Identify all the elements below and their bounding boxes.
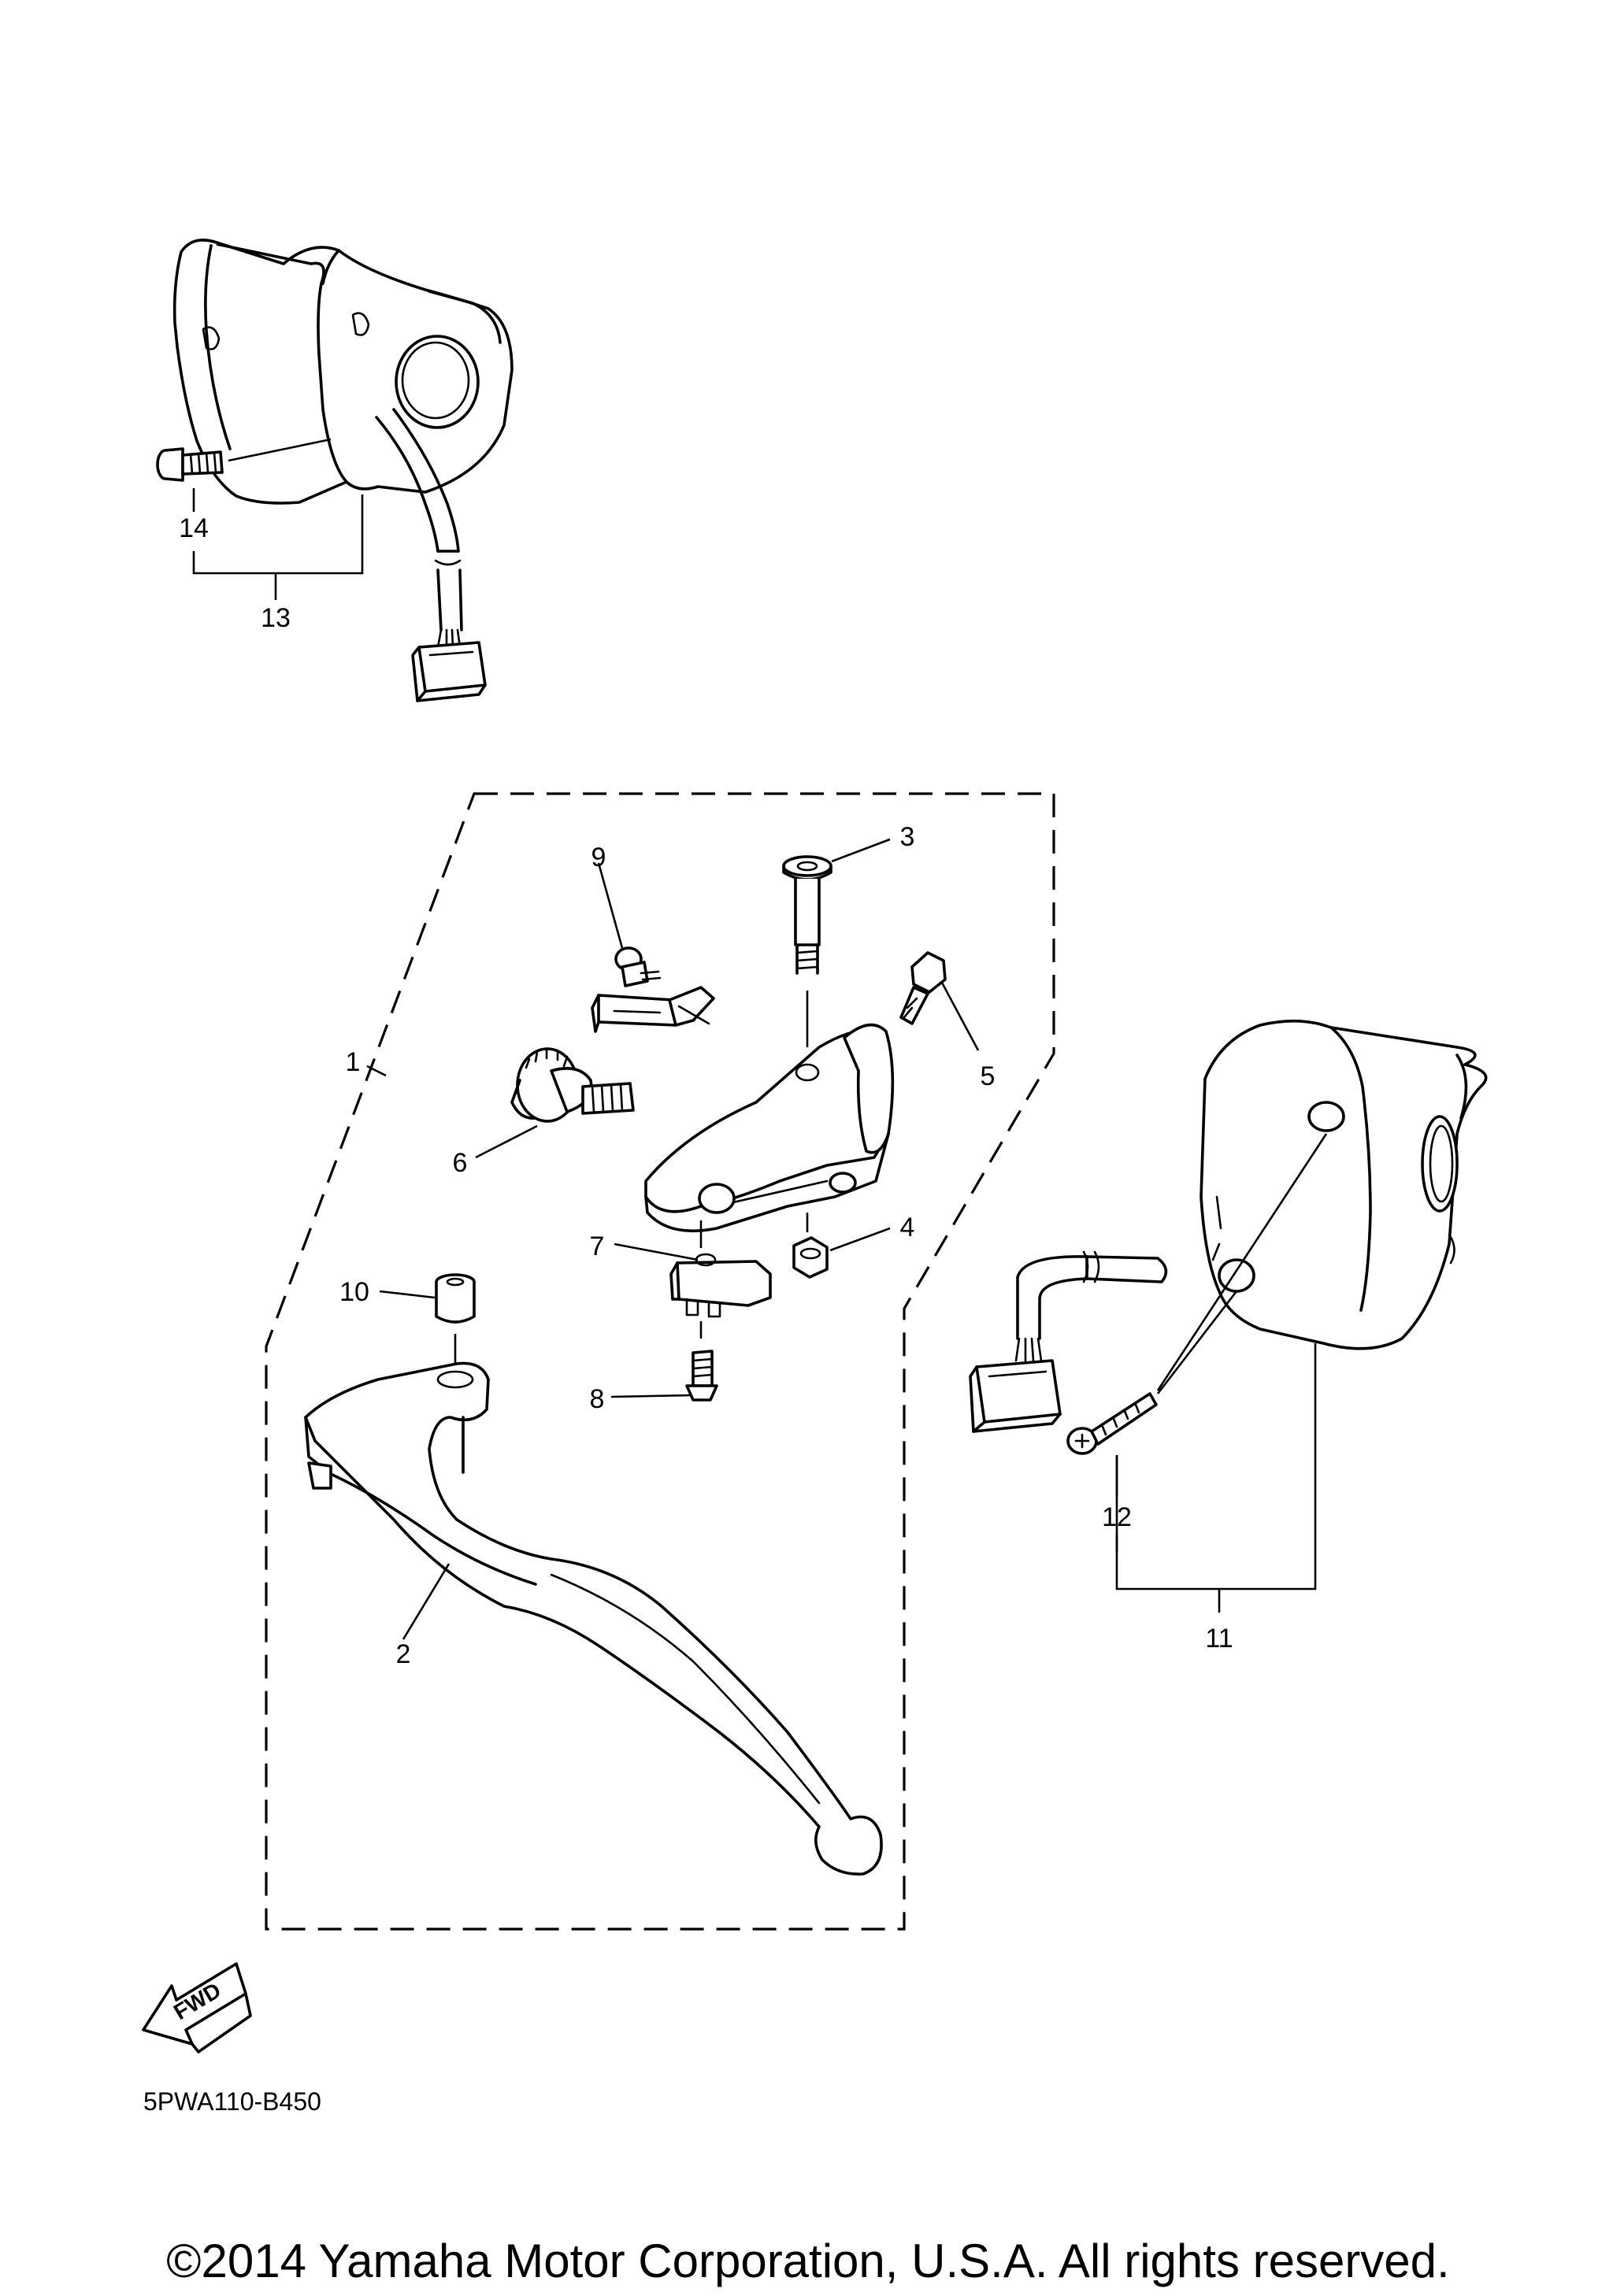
lever-holder <box>644 1023 895 1248</box>
collar-10 <box>379 1273 476 1376</box>
screw-14 <box>156 438 332 482</box>
callout-1: 1 <box>346 1047 361 1077</box>
fwd-arrow-icon: FWD <box>142 1962 252 2053</box>
callout-6: 6 <box>453 1148 468 1178</box>
assembly-boundary-1 <box>265 792 1055 1931</box>
callout-2: 2 <box>396 1639 411 1669</box>
pivot-bolt-3 <box>782 838 891 1047</box>
callout-13: 13 <box>261 603 291 633</box>
callout-11: 11 <box>1205 1624 1233 1653</box>
brake-switch-7 <box>614 1242 772 1339</box>
cable-clip <box>591 986 715 1033</box>
adjuster-6 <box>475 1047 635 1159</box>
screw-9 <box>597 862 662 987</box>
bracket-11-12 <box>1115 1343 1317 1613</box>
copyright-notice: ©2014 Yamaha Motor Corporation, U.S.A. A… <box>166 2235 1449 2287</box>
screw-12 <box>1066 1133 1328 1455</box>
callout-3: 3 <box>900 822 915 852</box>
callout-4: 4 <box>900 1213 915 1242</box>
callout-14: 14 <box>179 513 209 543</box>
callout-7: 7 <box>590 1231 605 1261</box>
callout-9: 9 <box>591 842 606 872</box>
brake-lever-2 <box>304 1361 883 1876</box>
screw-8 <box>610 1350 718 1402</box>
nut-4 <box>792 1227 891 1279</box>
bracket-13-14 <box>192 494 364 600</box>
diagram-code: 5PWA110-B450 <box>143 2087 321 2116</box>
left-handlebar-switch <box>172 239 514 702</box>
callout-5: 5 <box>981 1061 996 1091</box>
bolt-5 <box>899 951 980 1051</box>
right-handlebar-switch <box>969 1019 1488 1433</box>
callout-10: 10 <box>339 1277 369 1307</box>
callout-8: 8 <box>590 1384 605 1414</box>
callout-12: 12 <box>1102 1502 1132 1532</box>
